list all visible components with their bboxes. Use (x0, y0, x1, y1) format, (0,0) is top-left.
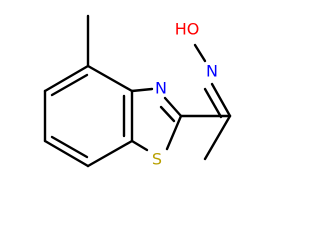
bond-c5-c4 (86, 64, 134, 93)
bond-c8-n-oxime (210, 82, 232, 118)
bond-n3-c2-inner (159, 105, 176, 123)
bond-c7-c6-inner (50, 135, 89, 159)
atom-label-sulfur: S (152, 150, 162, 169)
bond-c7a-s1 (130, 139, 149, 152)
bond-c5a-c5-inner (50, 73, 89, 97)
benzene-ring (43, 14, 134, 168)
bond-c3a-n3 (130, 87, 154, 93)
bond-c5a-c5 (43, 64, 90, 93)
bond-c7-c6 (43, 139, 90, 168)
atom-label-oxime-nitrogen: N (206, 62, 218, 81)
bond-c8-n-oxime-inner (203, 87, 223, 119)
bond-n3-c2 (163, 96, 183, 118)
molecule-structure-diagram: N S N HO (43, 14, 232, 169)
thiazole-ring (130, 87, 183, 152)
bond-s1-c2 (165, 114, 183, 151)
bond-n-oxime-o (193, 43, 207, 63)
atom-label-hydroxyl: HO (175, 20, 200, 39)
oxime-group (179, 43, 232, 161)
bond-c3a-c7 (86, 139, 134, 168)
bond-c8-methyl (203, 114, 232, 161)
atom-label-ring-nitrogen: N (155, 79, 167, 98)
